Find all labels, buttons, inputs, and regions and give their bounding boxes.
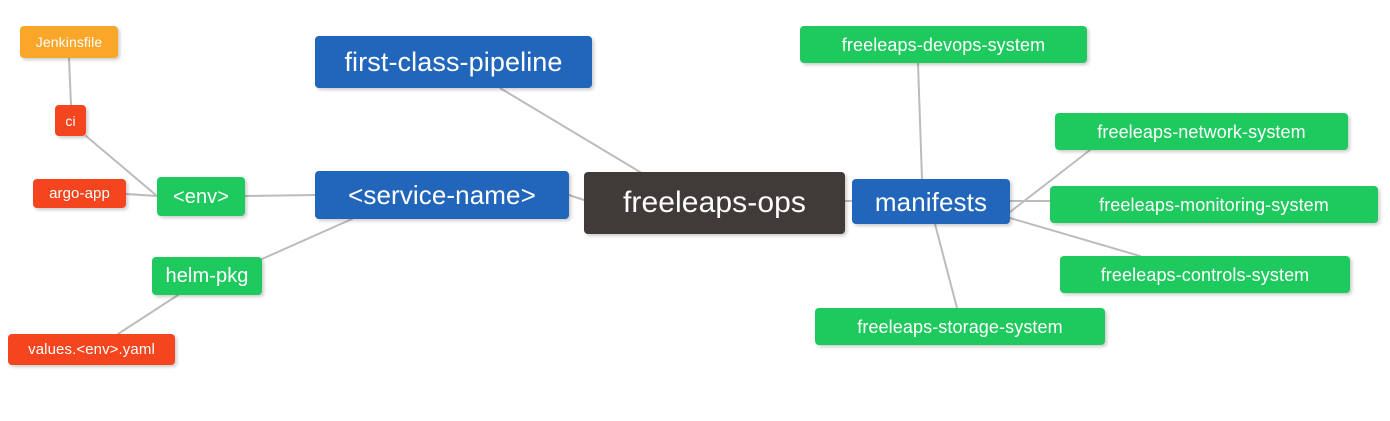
node-label: freeleaps-network-system bbox=[1097, 121, 1306, 142]
node-controls-system[interactable]: freeleaps-controls-system bbox=[1060, 256, 1350, 293]
node-label: freeleaps-devops-system bbox=[841, 34, 1046, 55]
node-label: helm-pkg bbox=[165, 265, 249, 287]
node-label: freeleaps-controls-system bbox=[1100, 264, 1310, 285]
node-label: freeleaps-monitoring-system bbox=[1099, 194, 1329, 215]
node-monitoring-system[interactable]: freeleaps-monitoring-system bbox=[1050, 186, 1378, 223]
node-label: Jenkinsfile bbox=[35, 34, 103, 50]
node-manifests[interactable]: manifests bbox=[852, 179, 1010, 224]
node-label: argo-app bbox=[49, 185, 110, 202]
node-label: freeleaps-storage-system bbox=[857, 316, 1063, 337]
edge-manifests-to-devops-system bbox=[917, 62, 923, 180]
node-label: first-class-pipeline bbox=[344, 46, 563, 77]
edge-manifests-to-storage-system bbox=[934, 223, 958, 309]
node-env[interactable]: <env> bbox=[157, 177, 245, 216]
node-argo-app[interactable]: argo-app bbox=[33, 179, 126, 208]
node-service-name[interactable]: <service-name> bbox=[315, 171, 569, 219]
node-devops-system[interactable]: freeleaps-devops-system bbox=[800, 26, 1087, 63]
node-label: ci bbox=[65, 112, 76, 129]
node-storage-system[interactable]: freeleaps-storage-system bbox=[815, 308, 1105, 345]
edge-env-to-service-name bbox=[244, 194, 316, 197]
edge-first-class-pipeline-to-freeleaps-ops bbox=[499, 87, 641, 173]
edge-argo-app-to-env bbox=[125, 193, 158, 197]
node-freeleaps-ops[interactable]: freeleaps-ops bbox=[584, 172, 845, 234]
node-label: values.<env>.yaml bbox=[28, 341, 155, 358]
node-ci[interactable]: ci bbox=[55, 105, 86, 136]
node-helm-pkg[interactable]: helm-pkg bbox=[152, 257, 262, 295]
edge-jenkinsfile-to-ci bbox=[68, 57, 72, 106]
node-label: <env> bbox=[172, 185, 230, 208]
node-network-system[interactable]: freeleaps-network-system bbox=[1055, 113, 1348, 150]
edge-manifests-to-controls-system bbox=[1009, 217, 1141, 257]
node-first-class-pipeline[interactable]: first-class-pipeline bbox=[315, 36, 592, 88]
edge-service-name-to-freeleaps-ops bbox=[568, 194, 585, 201]
edge-values-env-yaml-to-helm-pkg bbox=[117, 294, 179, 335]
node-values-env-yaml[interactable]: values.<env>.yaml bbox=[8, 334, 175, 365]
node-label: manifests bbox=[874, 186, 988, 217]
node-label: freeleaps-ops bbox=[622, 186, 807, 219]
node-jenkinsfile[interactable]: Jenkinsfile bbox=[20, 26, 118, 58]
node-label: <service-name> bbox=[348, 180, 536, 210]
edge-helm-pkg-to-service-name bbox=[261, 218, 353, 260]
